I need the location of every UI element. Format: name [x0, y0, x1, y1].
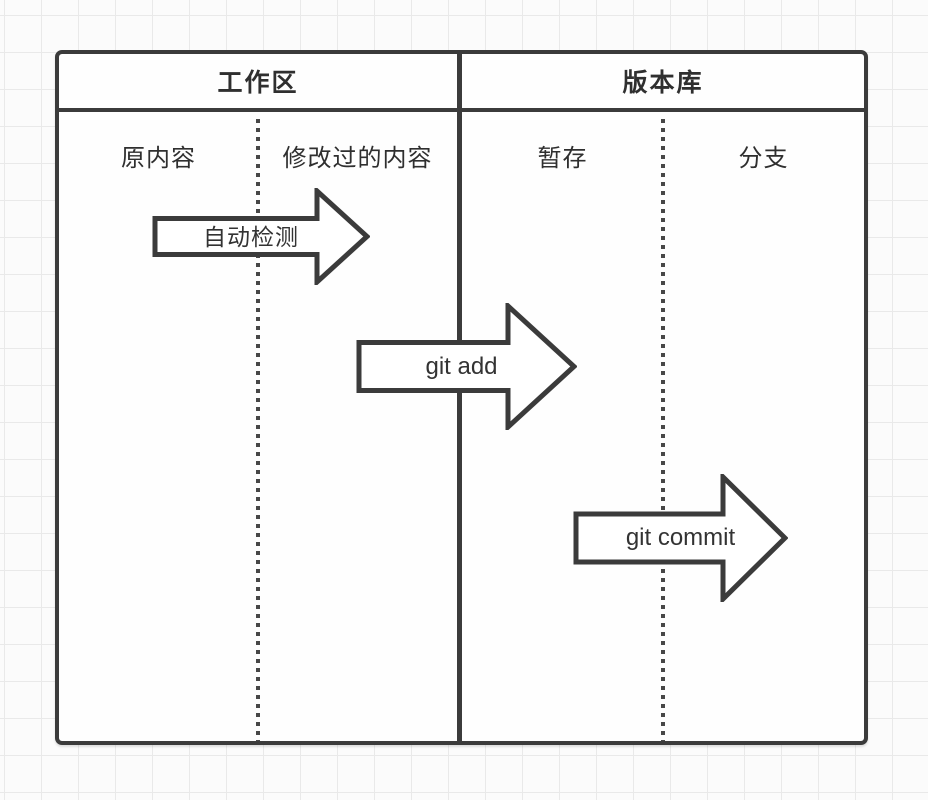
repository-title: 版本库 [622, 69, 704, 97]
column-label-original-content: 原内容 [121, 145, 196, 172]
column-label-modified-content: 修改过的内容 [282, 145, 433, 172]
working-area-column-labels: 原内容 修改过的内容 [59, 138, 457, 173]
working-area-body: 原内容 修改过的内容 [59, 112, 457, 741]
diagram-box: 工作区 原内容 修改过的内容 版本库 暂存 分支 [55, 50, 868, 745]
repository-body: 暂存 分支 [462, 112, 864, 741]
git-commit-arrow-shape [573, 474, 788, 602]
column-label-branch: 分支 [738, 145, 789, 172]
column-label-staging: 暂存 [537, 145, 588, 172]
repository-header: 版本库 [462, 54, 864, 112]
git-add-arrow: git add [356, 303, 577, 430]
git-add-arrow-shape [356, 303, 577, 430]
working-area-header: 工作区 [59, 54, 457, 112]
repository-column-labels: 暂存 分支 [462, 138, 864, 173]
working-area-title: 工作区 [217, 69, 299, 97]
git-commit-arrow: git commit [573, 474, 788, 602]
auto-detect-arrow: 自动检测 [152, 188, 370, 285]
working-area-dotted-divider [256, 119, 260, 741]
auto-detect-arrow-label: 自动检测 [203, 224, 299, 250]
repository-panel: 版本库 暂存 分支 [462, 54, 864, 741]
working-area-panel: 工作区 原内容 修改过的内容 [59, 54, 462, 741]
auto-detect-arrow-shape [152, 188, 370, 285]
git-commit-arrow-label: git commit [625, 524, 736, 551]
git-add-arrow-label: git add [425, 353, 498, 380]
repository-dotted-divider [661, 119, 665, 741]
